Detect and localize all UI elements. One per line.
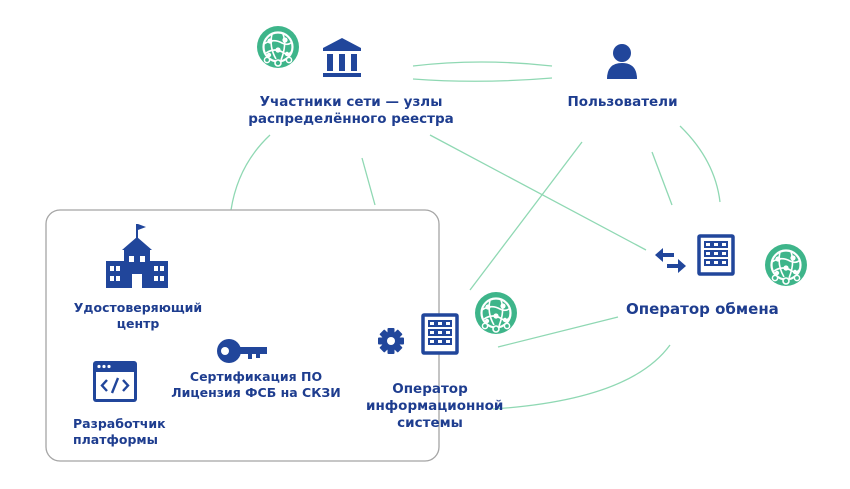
connector-participants-users-upper <box>412 61 553 67</box>
developer-label-line2: платформы <box>73 432 158 447</box>
certification-center-label: Удостоверяющий центр <box>70 300 206 332</box>
network-globe-icon <box>473 290 519 336</box>
institution-icon <box>323 38 361 77</box>
connector-exchange-is-operator-upper <box>497 316 619 348</box>
code-window-icon <box>93 361 137 402</box>
is-operator-label: Оператор информационной системы <box>366 381 504 432</box>
connector-participants-users-lower <box>412 77 553 82</box>
certification-label-line1: Сертификация ПО <box>189 369 323 384</box>
exchange-operator-label-text: Оператор обмена <box>626 300 779 318</box>
office-building-icon <box>697 234 735 276</box>
key-icon <box>217 339 267 363</box>
is-operator-label-line2: информационной <box>366 398 504 414</box>
is-operator-label-line3: системы <box>397 415 463 431</box>
participants-label-line2: распределённого реестра <box>248 111 454 127</box>
participants-label: Участники сети — узлы распределённого ре… <box>240 94 462 128</box>
exchange-operator-label: Оператор обмена <box>626 300 786 319</box>
users-label-text: Пользователи <box>567 94 678 110</box>
user-icon <box>607 44 637 79</box>
developer-label-line1: Разработчик <box>73 416 166 431</box>
connector-participants-box-curve <box>230 134 271 211</box>
network-globe-icon <box>763 242 809 288</box>
connector-participants-box-straight <box>361 157 376 206</box>
network-globe-icon <box>255 24 301 70</box>
gear-icon <box>378 328 404 354</box>
connector-users-is-operator <box>469 141 583 291</box>
connector-participants-exchange <box>429 134 647 251</box>
school-building-icon <box>106 224 168 288</box>
is-operator-label-line1: Оператор <box>392 381 468 397</box>
connector-users-exchange-curve <box>679 125 721 203</box>
developer-label: Разработчик платформы <box>73 416 193 448</box>
connections <box>230 61 721 410</box>
office-building-icon <box>421 313 459 355</box>
certification-center-label-line1: Удостоверяющий <box>73 300 203 315</box>
participants-label-line1: Участники сети — узлы <box>259 94 443 110</box>
exchange-arrows-icon <box>655 248 686 273</box>
certification-label: Сертификация ПО Лицензия ФСБ на СКЗИ <box>170 369 342 401</box>
users-label: Пользователи <box>555 94 690 111</box>
connector-users-exchange-straight <box>651 151 673 206</box>
connector-exchange-is-operator-lower <box>492 344 671 410</box>
certification-center-label-line2: центр <box>116 316 160 331</box>
certification-label-line2: Лицензия ФСБ на СКЗИ <box>171 385 341 400</box>
